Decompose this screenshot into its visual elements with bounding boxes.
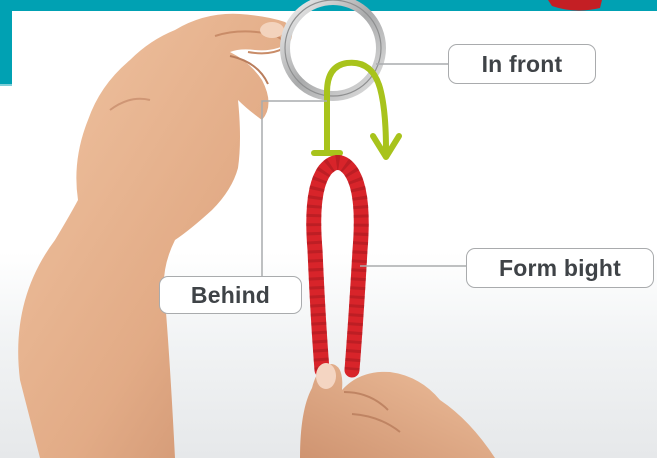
- lower-hand-icon: [300, 363, 495, 458]
- label-form-bight: Form bight: [466, 248, 654, 288]
- split-ring-icon: [285, 0, 381, 96]
- label-in-front: In front: [448, 44, 596, 84]
- label-behind: Behind: [159, 276, 302, 314]
- rope-bight-icon: [314, 163, 362, 371]
- upper-hand-icon: [18, 14, 292, 458]
- green-arrow-icon: [314, 63, 399, 157]
